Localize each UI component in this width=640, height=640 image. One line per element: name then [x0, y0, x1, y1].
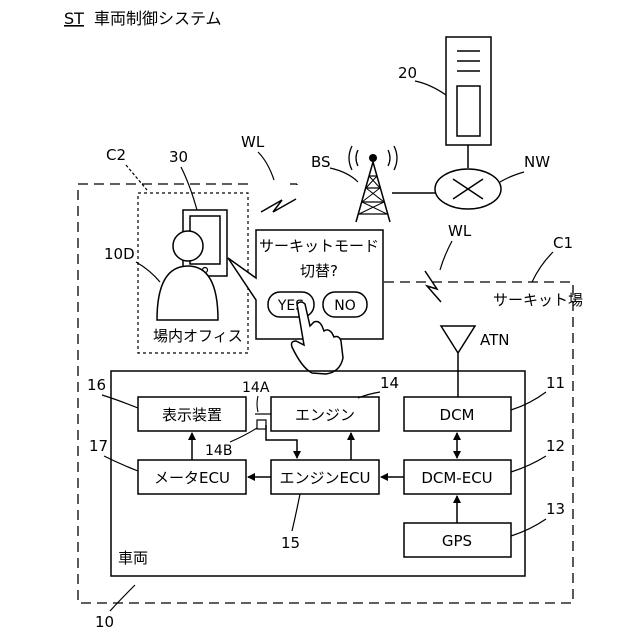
operator-ref: 10D [104, 245, 135, 263]
meter-ecu-label: メータECU [154, 469, 230, 487]
engine-ref: 14 [380, 374, 399, 392]
dcm-label: DCM [440, 406, 475, 424]
circuit-label: サーキット場 [493, 291, 583, 309]
server-icon [446, 37, 491, 145]
engine-switch-terminal [257, 420, 266, 429]
display-ref: 16 [87, 376, 106, 394]
wireless-ref-mid: WL [448, 222, 472, 240]
meter-ecu-ref: 17 [89, 437, 108, 455]
engine-label: エンジン [295, 406, 355, 424]
dcm-ecu-label: DCM-ECU [421, 469, 492, 487]
no-button-label: NO [334, 298, 356, 314]
network-icon [435, 169, 501, 209]
dcm-ref: 11 [546, 374, 565, 392]
antenna-ref: ATN [480, 331, 509, 349]
base-station-icon [349, 146, 397, 222]
engine-ecu-ref: 15 [281, 534, 300, 552]
area-circuit-ref: C1 [553, 234, 573, 252]
vehicle-label: 車両 [118, 549, 148, 567]
popup-message-line1: サーキットモード [259, 237, 379, 255]
gps-label: GPS [442, 532, 472, 550]
server-ref: 20 [398, 64, 417, 82]
gps-ref: 13 [546, 500, 565, 518]
dcm-ecu-ref: 12 [546, 437, 565, 455]
popup-message-line2: 切替? [300, 262, 338, 280]
engine-ecu-label: エンジンECU [280, 469, 371, 487]
base-station-ref: BS [311, 153, 331, 171]
terminal-ref: 30 [169, 148, 188, 166]
figure-code: ST [64, 9, 84, 28]
office-label: 場内オフィス [153, 327, 243, 345]
wireless-ref-top: WL [241, 133, 265, 151]
network-ref: NW [524, 153, 550, 171]
vehicle-ref: 10 [95, 613, 114, 631]
area-office-ref: C2 [106, 146, 126, 164]
wireless-link-mid [425, 271, 441, 302]
figure-title: 車両制御システム [94, 9, 222, 28]
display-device-label: 表示装置 [162, 406, 222, 424]
engine-signal-ref: 14A [242, 380, 270, 396]
antenna-icon [441, 326, 475, 397]
engine-switch-ref: 14B [205, 443, 232, 459]
wireless-link-top [261, 199, 296, 212]
